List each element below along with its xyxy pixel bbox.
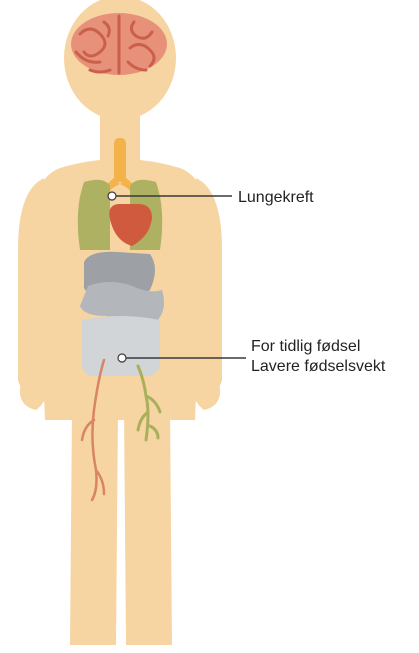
lung-cancer-label: Lungekreft [238,188,314,208]
pregnancy-effects-label: For tidlig fødsel Lavere fødselsvekt [251,337,385,377]
right-leg [124,410,172,645]
uterus [82,316,160,376]
premature-birth-label: For tidlig fødsel [251,337,385,357]
low-birth-weight-label: Lavere fødselsvekt [251,357,385,377]
brain [71,13,167,75]
